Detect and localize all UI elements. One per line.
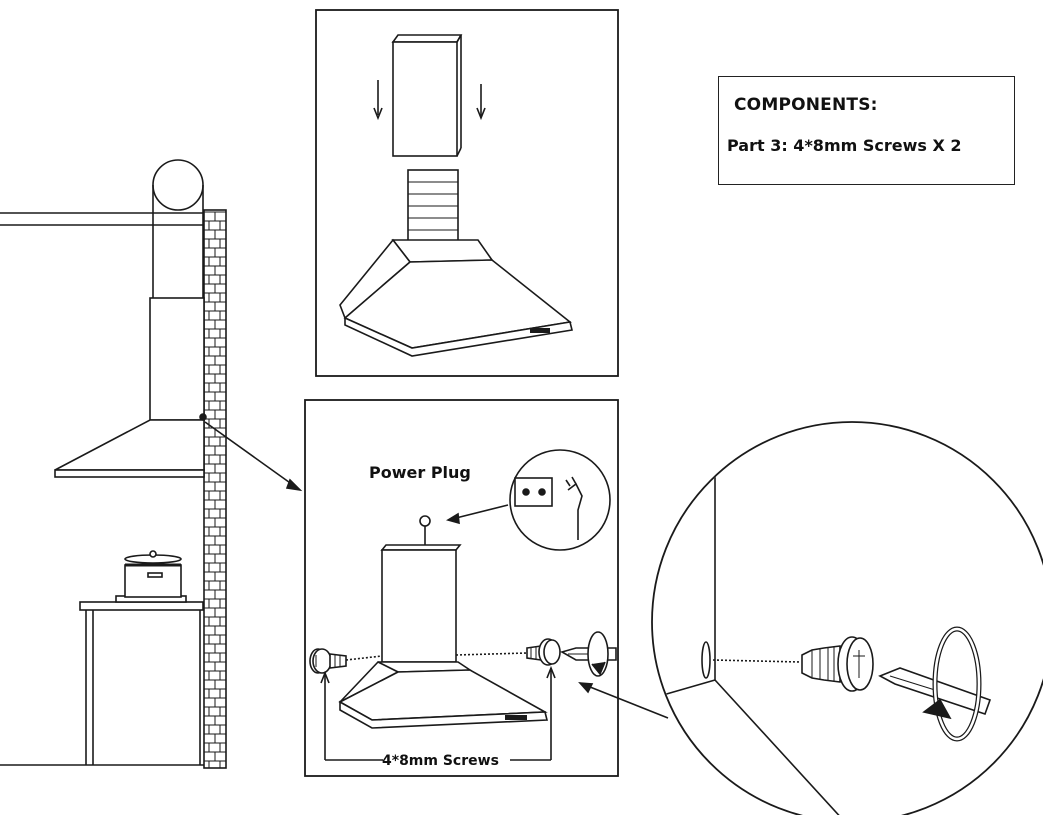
upper-chimney <box>392 41 458 157</box>
magnified-screw-icon <box>801 636 874 692</box>
duct-pipe-icon <box>152 159 204 211</box>
components-box: COMPONENTS: Part 3: 4*8mm Screws X 2 <box>718 76 1015 185</box>
hood-canopy <box>54 419 205 471</box>
brick-wall <box>203 209 227 769</box>
power-plug-label: Power Plug <box>369 463 471 482</box>
chimney-assembly-panel <box>315 9 619 377</box>
hood-chimney <box>149 297 205 421</box>
socket-icon <box>514 477 553 507</box>
components-title: COMPONENTS: <box>734 95 878 115</box>
kitchen-scene <box>0 159 303 769</box>
magnified-screw-detail <box>651 421 1043 819</box>
countertop <box>79 601 204 611</box>
screws-label: 4*8mm Screws <box>382 753 499 769</box>
left-screw-icon <box>309 648 347 674</box>
power-plug-inset <box>509 449 611 551</box>
pot-icon <box>124 564 182 598</box>
right-screw-icon <box>526 638 561 666</box>
detail-chimney <box>381 549 457 663</box>
screw-detail-panel <box>304 399 619 777</box>
plug-icon <box>567 482 583 540</box>
components-item: Part 3: 4*8mm Screws X 2 <box>727 136 962 155</box>
screw-hole-icon <box>701 641 711 679</box>
